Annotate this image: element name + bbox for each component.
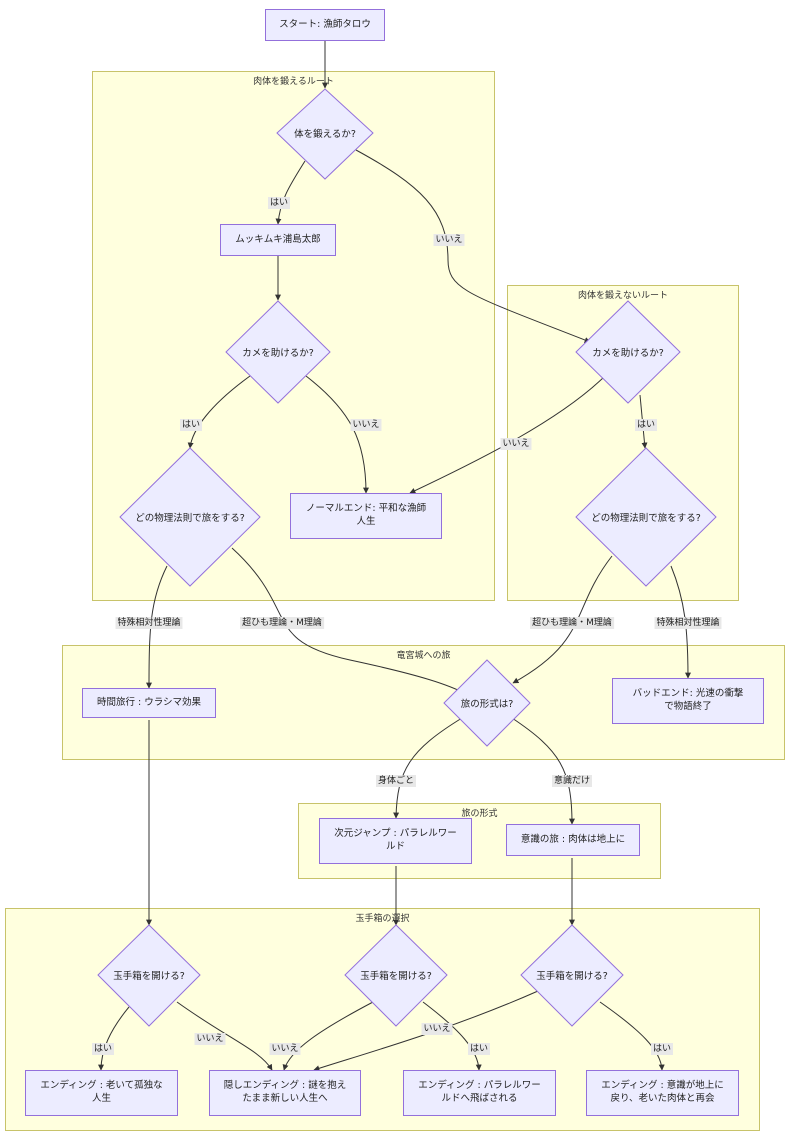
cluster-label: 玉手箱の選択: [355, 914, 410, 924]
node-end-parallel: エンディング : パラレルワールドへ飛ばされる: [403, 1070, 556, 1116]
edge-box-c-hidden: [313, 990, 539, 1072]
edge-label: 超ひも理論・M理論: [240, 617, 324, 629]
node-mind-trip: 意識の旅 : 肉体は地上に: [506, 824, 640, 856]
node-normal-end: ノーマルエンド: 平和な漁師人生: [290, 493, 442, 539]
edge-label: いいえ: [269, 1043, 301, 1055]
diamond-q-turtle-a: [225, 300, 331, 404]
edge-label: 意識だけ: [551, 775, 593, 787]
diamond-q-physics-a: [119, 447, 261, 587]
edge-box-a-old: [98, 1006, 130, 1071]
edge-label: はい: [91, 1043, 115, 1055]
label-q-form: 旅の形式は?: [460, 699, 514, 710]
label-q-turtle-a: カメを助けるか?: [242, 348, 314, 359]
diamond-q-form: [443, 659, 531, 747]
node-bad-end: バッドエンド: 光速の衝撃で物語終了: [612, 678, 764, 724]
edge-box-b-parallel: [422, 1001, 482, 1071]
label-q-box-a: 玉手箱を開ける?: [113, 971, 185, 982]
edge-label: いいえ: [194, 1033, 226, 1045]
edge-train-turtle-b: [355, 149, 591, 343]
diamond-q-train: [276, 88, 374, 180]
edge-label: はい: [267, 197, 291, 209]
label-q-box-c: 玉手箱を開ける?: [536, 971, 608, 982]
edge-label: 身体ごと: [375, 775, 417, 787]
node-end-old: エンディング : 老いて孤独な人生: [25, 1070, 178, 1116]
edge-turtle-a-physics-a: [187, 375, 251, 449]
edge-label: 特殊相対性理論: [115, 617, 183, 629]
edge-label: いいえ: [433, 234, 465, 246]
label-q-box-b: 玉手箱を開ける?: [360, 971, 432, 982]
diamond-q-box-c: [520, 924, 624, 1027]
label-q-physics-b: どの物理法則で旅をする?: [591, 513, 701, 524]
edge-turtle-b-normal: [409, 375, 606, 494]
edge-label: 特殊相対性理論: [654, 617, 722, 629]
edge-turtle-a-normal: [305, 375, 369, 494]
edge-train-muscle: [275, 160, 306, 225]
node-time-travel: 時間旅行 : ウラシマ効果: [82, 688, 216, 718]
edge-physics-b-bad: [670, 565, 691, 679]
diamond-q-turtle-b: [575, 300, 681, 404]
edge-label: はい: [634, 419, 658, 431]
node-end-reunion: エンディング : 意識が地上に戻り、老いた肉体と再会: [586, 1070, 739, 1116]
cluster-label: 肉体を鍛えるルート: [253, 77, 334, 87]
edge-label: いいえ: [350, 419, 382, 431]
node-end-hidden: 隠しエンディング : 謎を抱えたまま新しい人生へ: [209, 1070, 361, 1116]
label-q-turtle-b: カメを助けるか?: [592, 348, 664, 359]
node-muscle: ムッキムキ浦島太郎: [220, 224, 336, 256]
cluster-label: 旅の形式: [461, 809, 498, 819]
label-q-physics-a: どの物理法則で旅をする?: [135, 513, 245, 524]
edge-form-mind: [511, 717, 575, 825]
diamond-q-box-a: [97, 924, 201, 1027]
edge-physics-a-form: [231, 547, 469, 696]
edge-label: いいえ: [500, 438, 532, 450]
diamond-q-box-b: [344, 924, 448, 1027]
edge-form-dim: [393, 717, 463, 819]
edge-label: はい: [179, 419, 203, 431]
label-q-train: 体を鍛えるか?: [294, 129, 356, 140]
edge-box-b-hidden: [282, 1001, 374, 1071]
node-dim-jump: 次元ジャンプ : パラレルワールド: [319, 818, 472, 864]
edge-label: はい: [650, 1043, 674, 1055]
cluster-label: 肉体を鍛えないルート: [577, 291, 668, 301]
edge-label: いいえ: [421, 1023, 453, 1035]
edge-label: はい: [467, 1043, 491, 1055]
edge-label: 超ひも理論・M理論: [530, 617, 614, 629]
diamond-q-physics-b: [575, 447, 717, 587]
edge-box-a-hidden: [176, 1001, 273, 1071]
node-start: スタート: 漁師タロウ: [265, 9, 385, 41]
cluster-label: 竜宮城への旅: [396, 651, 451, 661]
edge-box-c-reunion: [599, 1001, 665, 1071]
